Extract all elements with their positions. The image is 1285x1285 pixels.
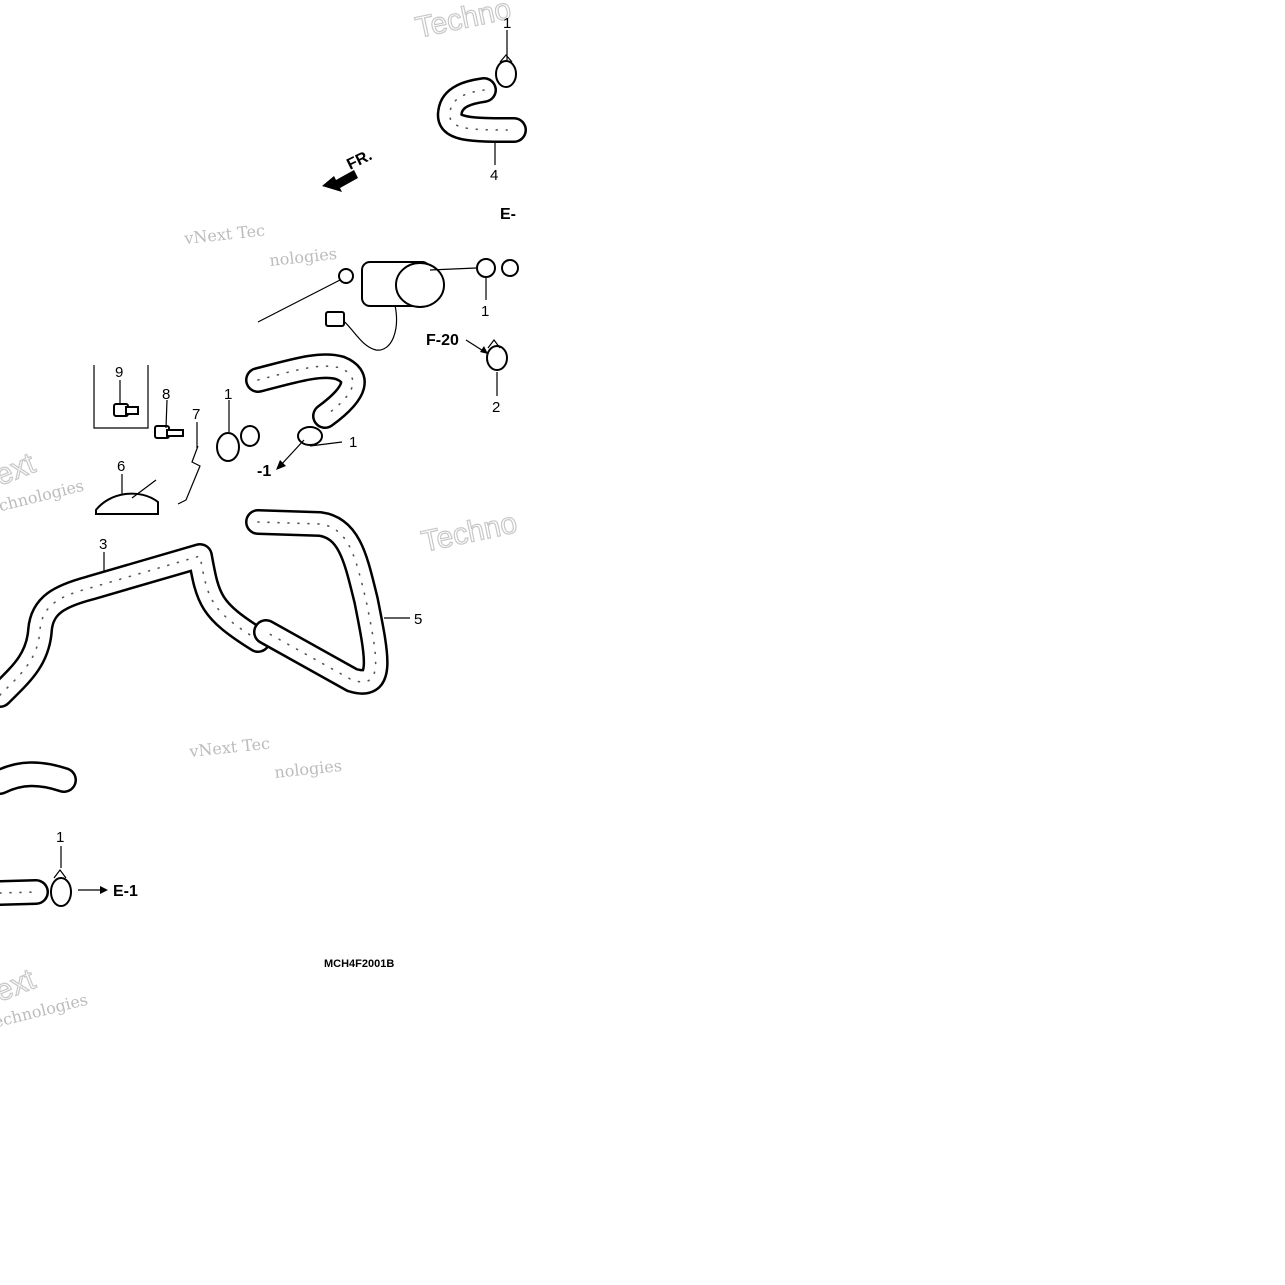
hose-5 <box>245 509 389 695</box>
hose-upper-elbow <box>245 353 366 429</box>
bolt-9 <box>113 403 139 417</box>
callout-7: 7 <box>192 406 200 423</box>
callout-5: 5 <box>414 611 422 628</box>
watermark-techno-top: Techno <box>413 0 514 45</box>
callout-1-mid-left: 1 <box>224 386 232 403</box>
clamp-top <box>495 54 517 88</box>
housing-6 <box>95 492 159 515</box>
callout-numbers: 1 4 1 2 9 8 7 1 1 6 3 5 1 <box>56 15 511 846</box>
hose-4 <box>436 77 527 143</box>
hose-lower <box>0 761 77 906</box>
reference-labels: E- F-20 -1 E-1 MCH4F2001B <box>113 206 516 970</box>
callout-2: 2 <box>492 399 500 416</box>
callout-1-upper-right: 1 <box>481 303 489 320</box>
ref-f20: F-20 <box>426 332 459 349</box>
watermark-ext-upper: ext <box>0 447 40 493</box>
front-direction-arrow: FR. <box>322 147 375 192</box>
callout-9: 9 <box>115 364 123 381</box>
clamp-mid <box>216 425 323 462</box>
callout-8: 8 <box>162 386 170 403</box>
direction-label: FR. <box>344 147 375 174</box>
callout-1-bottom: 1 <box>56 829 64 846</box>
hose-3 <box>0 543 271 708</box>
watermark-nologies-upper: nologies <box>268 244 337 270</box>
watermark-vnext-lower: vNext Tec <box>187 734 270 761</box>
watermark-vnext-upper: vNext Tec <box>182 221 265 248</box>
callout-1-top: 1 <box>503 15 511 32</box>
arrows <box>78 339 489 894</box>
drawing-code: MCH4F2001B <box>324 958 394 970</box>
leader-lines <box>60 30 508 868</box>
callout-4: 4 <box>490 167 498 184</box>
bolt-8 <box>154 425 184 439</box>
clamp-bottom <box>50 869 72 907</box>
ref-e-cut: E- <box>500 206 516 223</box>
watermark-techno-mid: Techno <box>419 506 520 558</box>
callout-6: 6 <box>117 458 125 475</box>
callout-1-mid: 1 <box>349 434 357 451</box>
upper-assembly <box>325 258 519 351</box>
ref-e1-cut: -1 <box>257 463 271 480</box>
ref-e1-bottom: E-1 <box>113 883 138 900</box>
clamp-f20 <box>486 339 508 371</box>
watermark-nologies-lower: nologies <box>273 756 342 782</box>
callout-3: 3 <box>99 536 107 553</box>
wire-7 <box>177 445 201 505</box>
